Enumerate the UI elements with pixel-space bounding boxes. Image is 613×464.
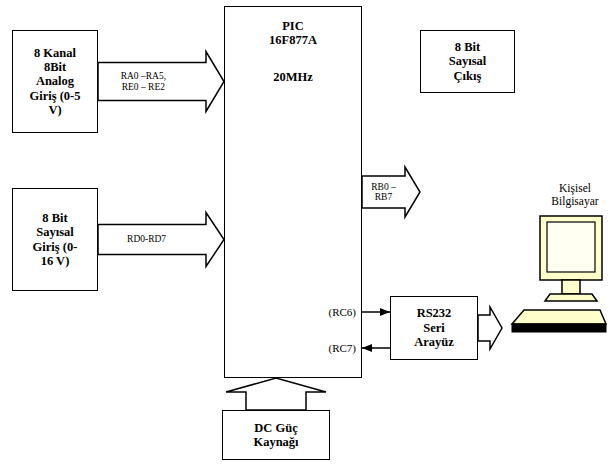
output-block: 8 Bit Sayısal Çıkış (420, 30, 515, 93)
keyboard-top (512, 310, 606, 324)
interface-box: RS232 Seri Arayüz (390, 296, 478, 360)
computer-node: Kişisel Bilgisayar (502, 182, 608, 347)
bus-pin-label: RA0 –RA5, RE0 – RE2 (112, 71, 174, 92)
block-title: PIC 16F877A (258, 19, 328, 48)
keyboard-front (512, 324, 606, 332)
pin-name: (RC7) (329, 342, 357, 355)
bus-arrow (478, 307, 502, 349)
monitor-screen (547, 222, 595, 272)
monitor-base (545, 294, 597, 301)
bus-arrow (226, 378, 326, 410)
block-title: RS232 Seri Arayüz (408, 306, 460, 349)
signal-arrow (362, 311, 390, 313)
computer-label: Kişisel Bilgisayar (544, 182, 606, 208)
pin-name: (RC6) (329, 306, 357, 319)
microcontroller-box: PIC 16F877A 20MHz (224, 6, 362, 378)
input-block: 8 Bit Sayısal Giriş (0-16 V) (12, 188, 98, 291)
bus-arrow (98, 213, 224, 267)
input-block: 8 Kanal 8Bit Analog Giriş (0-5 V) (12, 30, 98, 133)
block-subtitle: 20MHz (273, 70, 313, 84)
block-title: DC Güç Kaynağı (245, 421, 307, 450)
bus-arrow (362, 167, 420, 217)
monitor-stand (562, 280, 580, 294)
block-title: 8 Bit Sayısal Giriş (0-16 V) (29, 211, 81, 269)
bus-pin-label: RB0 – RB7 (365, 182, 403, 203)
signal-arrow (362, 347, 390, 349)
monitor-frame (540, 216, 602, 280)
bus-arrow (98, 52, 224, 112)
block-title: 8 Kanal 8Bit Analog Giriş (0-5 V) (29, 46, 81, 118)
block-title: 8 Bit Sayısal Çıkış (442, 40, 494, 83)
power-supply-box: DC Güç Kaynağı (222, 410, 330, 460)
bus-pin-label: RD0-RD7 (126, 234, 167, 244)
